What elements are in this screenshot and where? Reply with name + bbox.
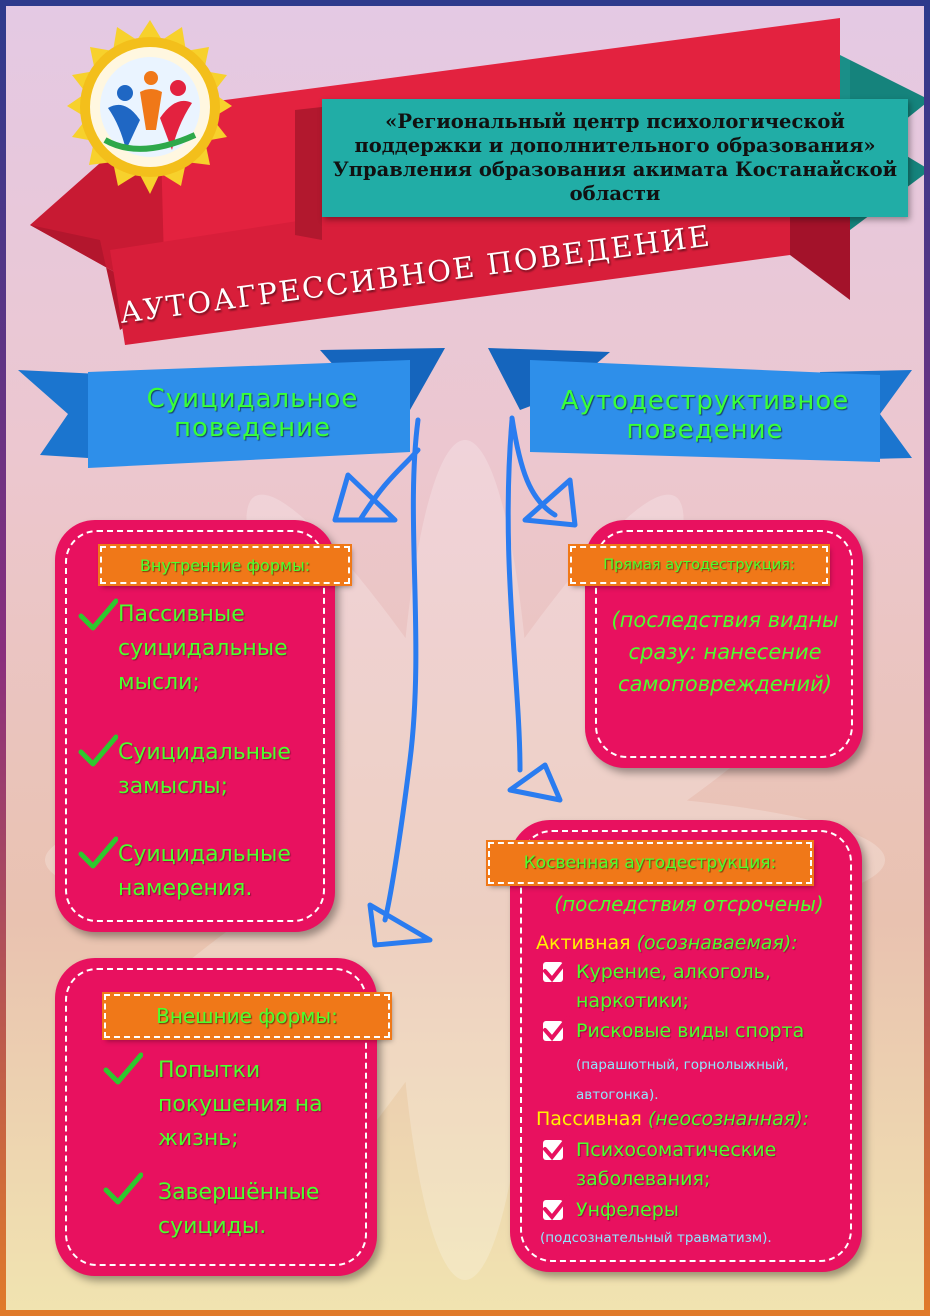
branch-suicidal-label: Суицидальное поведение <box>146 384 359 443</box>
active-note: (осознаваемая): <box>636 932 798 954</box>
check-icon <box>103 1052 143 1085</box>
check-icon <box>103 1172 143 1205</box>
internal-item-3: Суицидальные намерения. <box>118 842 291 901</box>
passive-item-2: Унфелеры <box>576 1199 679 1221</box>
check-icon <box>543 1016 570 1042</box>
internal-item-2: Суицидальные замыслы; <box>118 740 291 799</box>
tag-internal-forms: Внутренние формы: <box>100 546 350 584</box>
passive-label: Пассивная <box>536 1108 642 1130</box>
check-icon <box>78 836 118 869</box>
tag-indirect-autodestruction: Косвенная аутодеструкция: <box>488 842 812 884</box>
active-heading: Активная (осознаваемая): <box>536 932 856 954</box>
internal-item-1: Пассивные суицидальные мысли; <box>118 602 288 695</box>
passive-heading: Пассивная (неосознанная): <box>536 1108 856 1130</box>
external-item-1: Попытки покушения на жизнь; <box>158 1058 323 1151</box>
check-icon <box>543 957 570 983</box>
passive-extra-note: (подсознательный травматизм). <box>540 1230 772 1246</box>
check-icon <box>78 598 118 631</box>
check-icon <box>78 734 118 767</box>
check-icon <box>543 1195 570 1221</box>
tag-external-forms: Внешние формы: <box>104 994 390 1038</box>
check-icon <box>543 1135 570 1161</box>
tag-direct-autodestruction: Прямая аутодеструкция: <box>570 546 828 584</box>
branch-autodestructive-label: Аутодеструктивное поведение <box>560 386 850 445</box>
direct-description: (последствия видны сразу: нанесение само… <box>611 608 839 696</box>
active-item-1: Курение, алкоголь, наркотики; <box>576 961 771 1012</box>
active-label: Активная <box>536 932 631 954</box>
active-sports-note: (парашютный, горнолыжный, автогонка). <box>576 1057 789 1103</box>
passive-item-1: Психосоматические заболевания; <box>576 1139 777 1190</box>
indirect-subtitle: (последствия отсрочены) <box>554 892 824 916</box>
active-item-2: Рисковые виды спорта <box>576 1020 805 1042</box>
external-item-2: Завершённые суициды. <box>158 1180 320 1239</box>
passive-note: (неосознанная): <box>647 1108 810 1130</box>
